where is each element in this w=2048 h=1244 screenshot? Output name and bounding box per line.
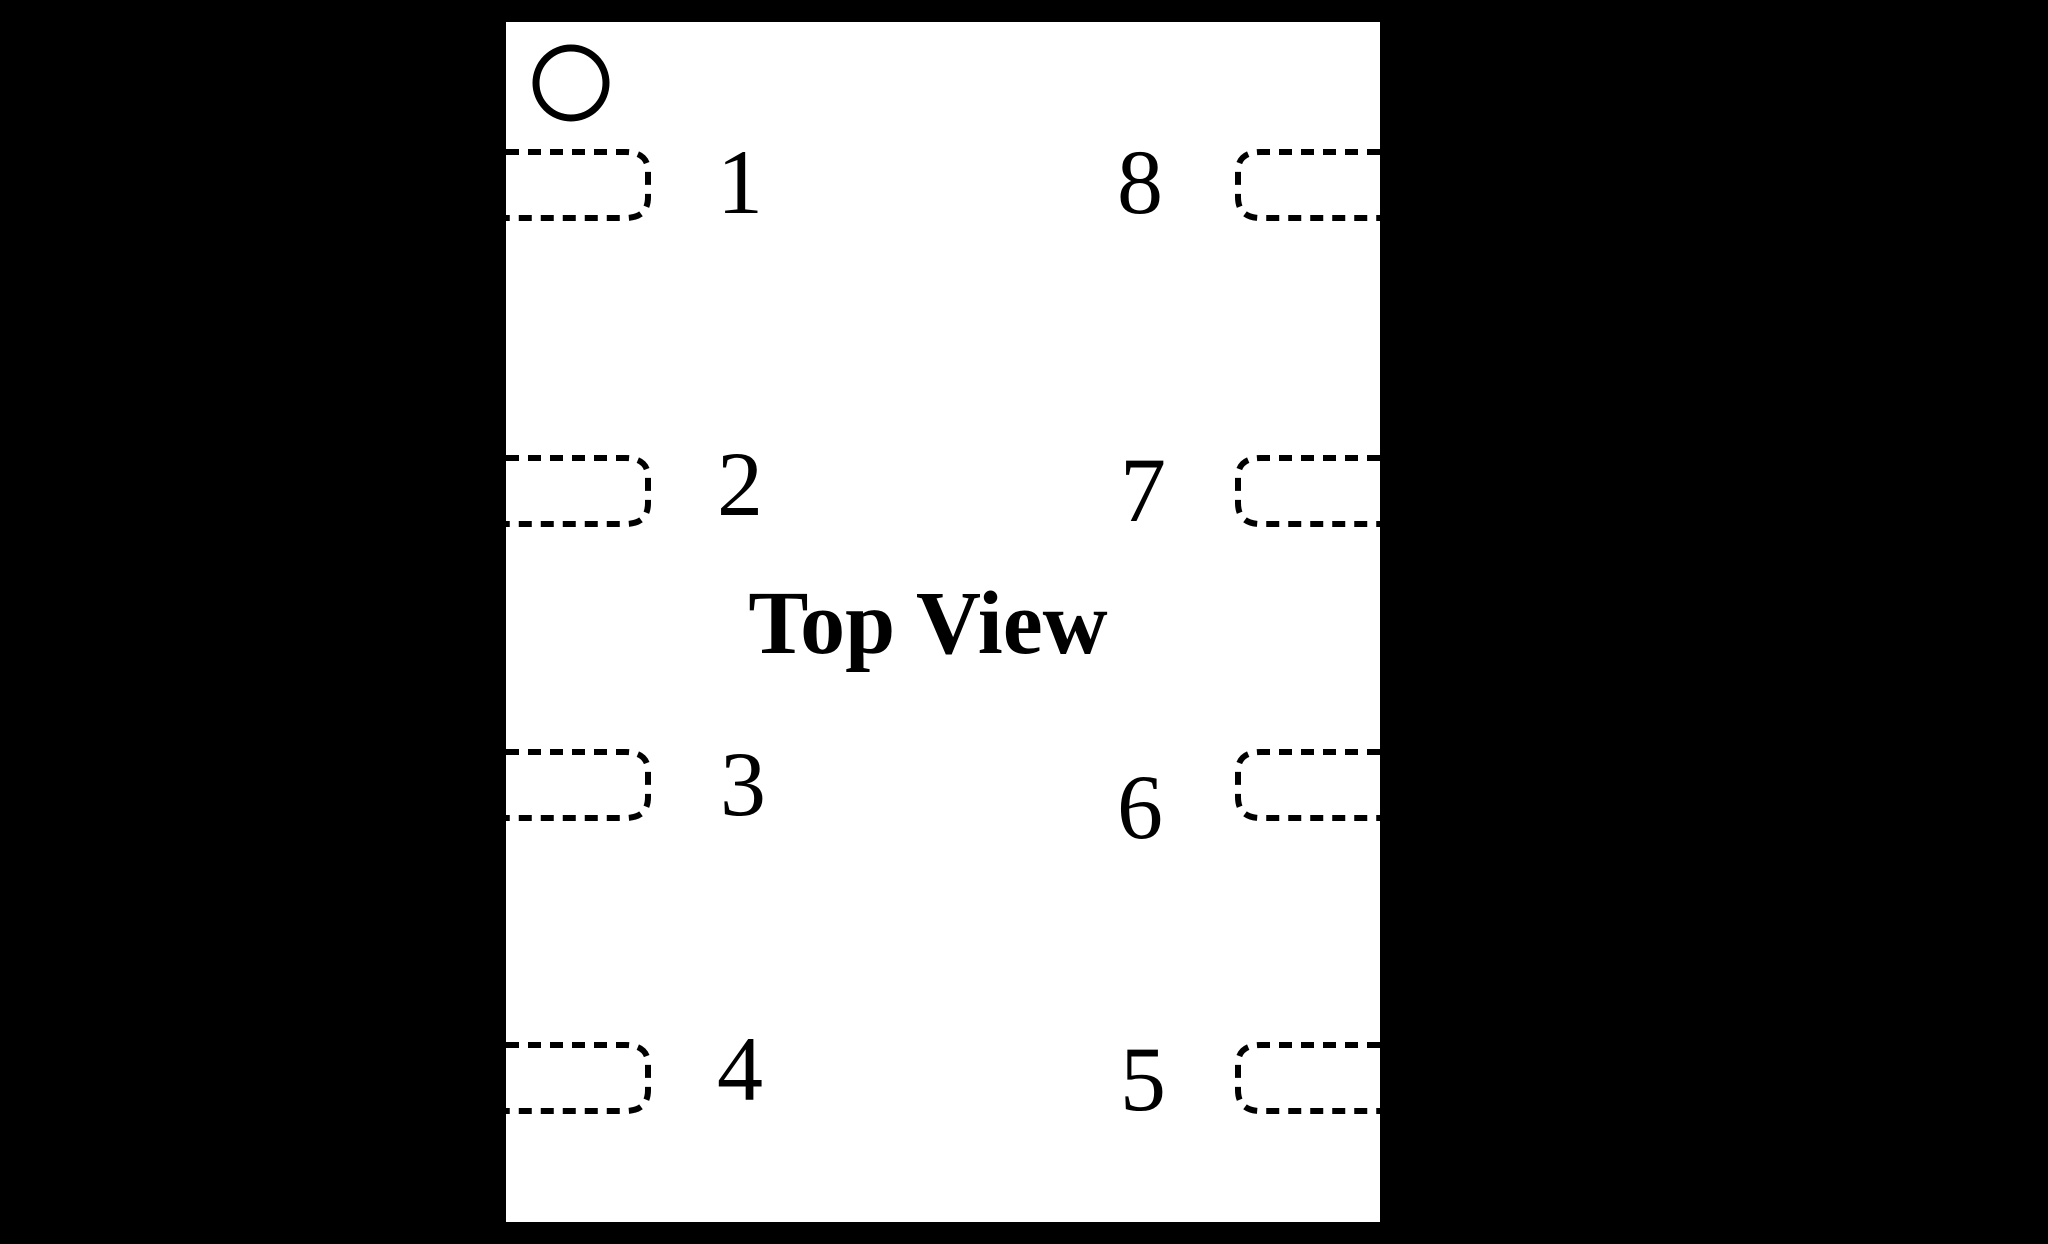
pin-8-pad [1235, 149, 1380, 221]
pin-3-number: 3 [720, 733, 766, 835]
pin-6-pad [1235, 749, 1380, 821]
pin-3-pad [506, 749, 651, 821]
pin-1-number: 1 [717, 131, 763, 233]
pin-8-number: 8 [1117, 131, 1163, 233]
pin-7-number: 7 [1120, 439, 1166, 541]
pin-4-pad [506, 1042, 651, 1114]
package-body [506, 22, 1380, 1222]
pin-6-number: 6 [1117, 756, 1163, 858]
pin-1-pad [506, 149, 651, 221]
pin-4-number: 4 [717, 1018, 763, 1120]
pin-2-pad [506, 455, 651, 527]
pin-5-number: 5 [1120, 1028, 1166, 1130]
pin-7-pad [1235, 455, 1380, 527]
view-label: Top View [748, 574, 1107, 673]
pin-2-number: 2 [717, 433, 763, 535]
pin-1-marker [532, 44, 610, 122]
pin-5-pad [1235, 1042, 1380, 1114]
